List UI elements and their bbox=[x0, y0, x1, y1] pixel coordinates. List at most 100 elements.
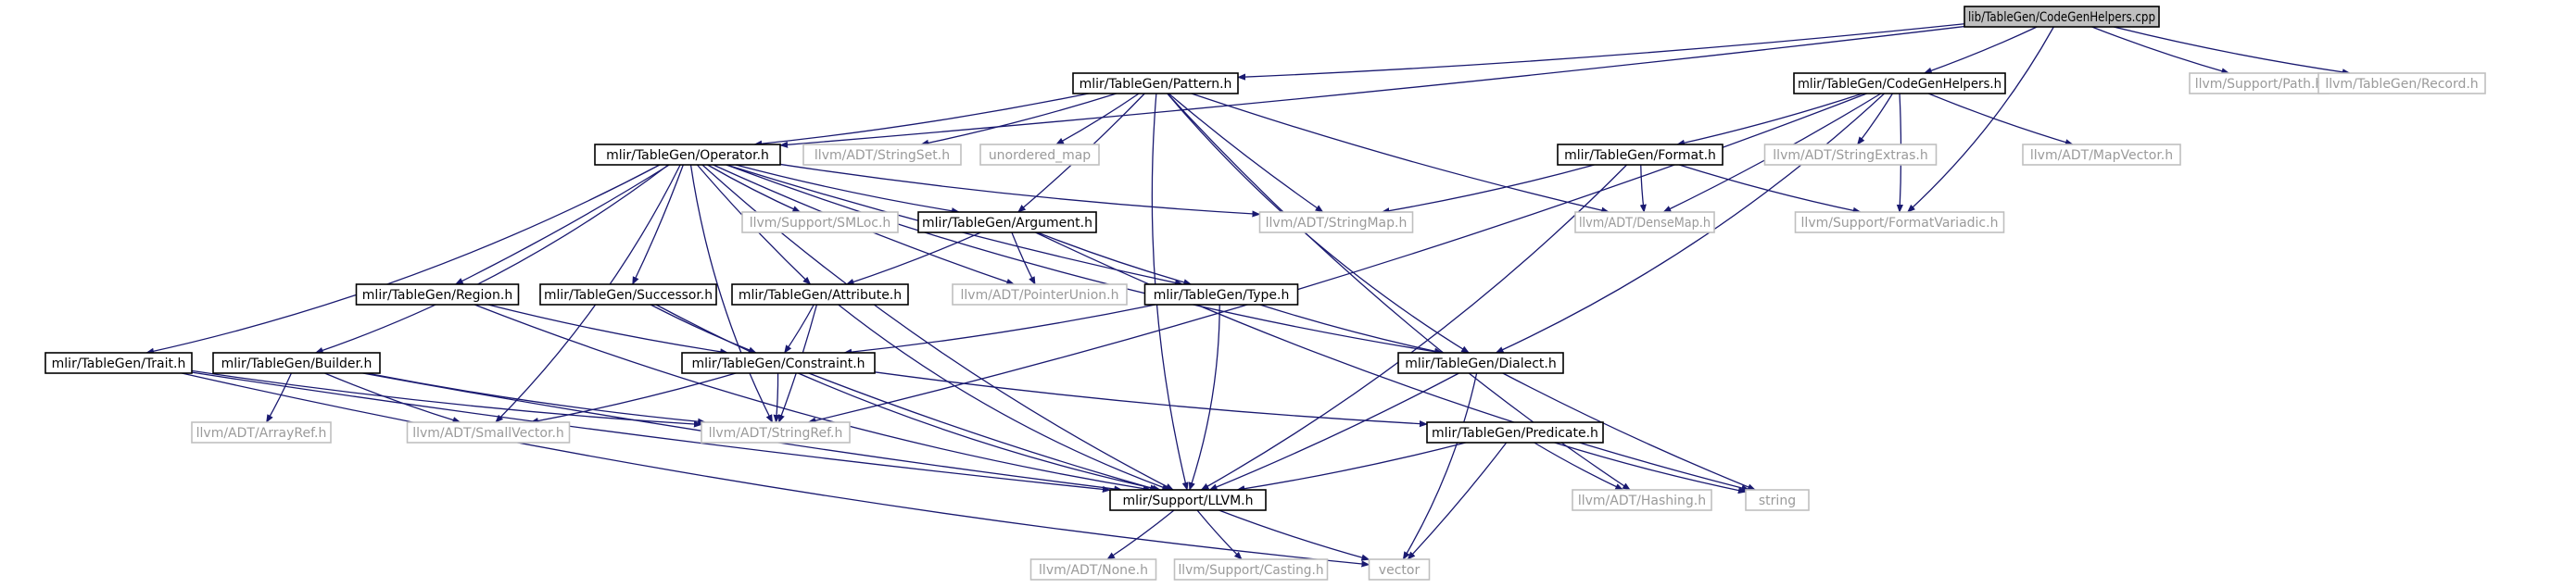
graph-node-root[interactable]: lib/TableGen/CodeGenHelpers.cpp bbox=[1964, 6, 2160, 28]
graph-node-arrayref[interactable]: llvm/ADT/ArrayRef.h bbox=[191, 421, 332, 444]
graph-node-codegenhelpers[interactable]: mlir/TableGen/CodeGenHelpers.h bbox=[1793, 72, 2006, 94]
graph-node-region[interactable]: mlir/TableGen/Region.h bbox=[355, 283, 520, 306]
edge-attribute-to-llvmh bbox=[838, 304, 1171, 491]
graph-node-path[interactable]: llvm/Support/Path.h bbox=[2189, 72, 2330, 94]
graph-node-pattern[interactable]: mlir/TableGen/Pattern.h bbox=[1072, 72, 1239, 94]
graph-node-llvmh[interactable]: mlir/Support/LLVM.h bbox=[1109, 489, 1267, 511]
graph-node-constraint[interactable]: mlir/TableGen/Constraint.h bbox=[681, 352, 876, 374]
node-label: llvm/ADT/PointerUnion.h bbox=[961, 288, 1119, 303]
node-label: mlir/TableGen/Dialect.h bbox=[1405, 357, 1556, 371]
edge-builder-to-smallvector bbox=[324, 372, 461, 424]
graph-node-mapvector[interactable]: llvm/ADT/MapVector.h bbox=[2022, 144, 2181, 166]
edge-pattern-to-densemap bbox=[1191, 93, 1610, 214]
graph-node-predicate[interactable]: mlir/TableGen/Predicate.h bbox=[1426, 421, 1604, 444]
node-box bbox=[1557, 144, 1724, 166]
edge-region-to-llvmh bbox=[474, 304, 1152, 493]
graph-node-none[interactable]: llvm/ADT/None.h bbox=[1029, 558, 1157, 581]
edge-llvmh-to-vector bbox=[1219, 509, 1370, 561]
edge-constraint-to-smallvector bbox=[530, 372, 737, 425]
edge-operator-to-dialect bbox=[726, 164, 1444, 356]
graph-node-record[interactable]: llvm/TableGen/Record.h bbox=[2317, 72, 2486, 94]
graph-node-hashing[interactable]: llvm/ADT/Hashing.h bbox=[1572, 489, 1712, 511]
edge-format-to-formatvariadic bbox=[1678, 164, 1862, 214]
node-label: vector bbox=[1379, 563, 1421, 578]
node-label: llvm/ADT/StringExtras.h bbox=[1773, 148, 1927, 163]
node-box bbox=[44, 352, 193, 374]
node-label: mlir/TableGen/Successor.h bbox=[544, 288, 713, 303]
edge-operator-to-builder bbox=[314, 164, 669, 354]
graph-node-attribute[interactable]: mlir/TableGen/Attribute.h bbox=[731, 283, 909, 306]
edge-constraint-to-stringref bbox=[773, 372, 780, 423]
edge-operator-to-successor bbox=[632, 164, 684, 285]
node-label: mlir/TableGen/Constraint.h bbox=[691, 357, 865, 371]
node-label: llvm/TableGen/Record.h bbox=[2325, 77, 2478, 92]
graph-node-trait[interactable]: mlir/TableGen/Trait.h bbox=[44, 352, 193, 374]
edge-codegenhelpers-to-format bbox=[1676, 93, 1863, 146]
node-label: llvm/Support/SMLoc.h bbox=[750, 216, 891, 231]
graph-node-type[interactable]: mlir/TableGen/Type.h bbox=[1143, 283, 1299, 306]
edge-codegenhelpers-to-dialect bbox=[1495, 93, 1885, 354]
edge-argument-to-type bbox=[1037, 231, 1193, 286]
node-box bbox=[917, 211, 1097, 233]
edge-root-to-formatvariadic bbox=[1907, 26, 2054, 213]
graph-node-format[interactable]: mlir/TableGen/Format.h bbox=[1557, 144, 1724, 166]
graph-node-argument[interactable]: mlir/TableGen/Argument.h bbox=[917, 211, 1097, 233]
node-label: mlir/TableGen/CodeGenHelpers.h bbox=[1798, 77, 2001, 92]
node-box bbox=[191, 421, 332, 444]
graph-node-stringextras[interactable]: llvm/ADT/StringExtras.h bbox=[1763, 144, 1938, 166]
edge-trait-to-llvmh bbox=[191, 371, 1111, 493]
edge-codegenhelpers-to-stringref bbox=[807, 93, 1867, 424]
graph-node-operator[interactable]: mlir/TableGen/Operator.h bbox=[594, 144, 781, 166]
node-box bbox=[681, 352, 876, 374]
edge-operator-to-smloc bbox=[707, 164, 802, 213]
graph-node-builder[interactable]: mlir/TableGen/Builder.h bbox=[212, 352, 381, 374]
graph-node-string[interactable]: string bbox=[1745, 489, 1810, 511]
edge-pattern-to-dialect bbox=[1167, 93, 1470, 354]
edge-predicate-to-hashing bbox=[1534, 442, 1624, 491]
node-box bbox=[1397, 352, 1564, 374]
edge-format-to-llvmh bbox=[1200, 164, 1628, 491]
edge-pattern-to-operator bbox=[753, 93, 1089, 147]
graph-node-smloc[interactable]: llvm/Support/SMLoc.h bbox=[741, 211, 899, 233]
node-label: mlir/TableGen/Builder.h bbox=[221, 357, 373, 371]
node-label: llvm/ADT/Hashing.h bbox=[1578, 494, 1706, 508]
node-box bbox=[1029, 558, 1157, 581]
node-box bbox=[731, 283, 909, 306]
node-label: llvm/ADT/SmallVector.h bbox=[412, 426, 564, 441]
node-box bbox=[1368, 558, 1431, 581]
graph-node-unordered-map[interactable]: unordered_map bbox=[979, 144, 1100, 166]
node-label: llvm/ADT/StringMap.h bbox=[1266, 216, 1408, 231]
graph-node-casting[interactable]: llvm/Support/Casting.h bbox=[1173, 558, 1329, 581]
graph-node-pointerunion[interactable]: llvm/ADT/PointerUnion.h bbox=[952, 283, 1128, 306]
node-label: mlir/TableGen/Trait.h bbox=[52, 357, 186, 371]
graph-node-densemap[interactable]: llvm/ADT/DenseMap.h bbox=[1574, 211, 1715, 233]
graph-node-stringmap[interactable]: llvm/ADT/StringMap.h bbox=[1258, 211, 1414, 233]
edge-predicate-to-llvmh bbox=[1236, 442, 1466, 493]
node-box bbox=[952, 283, 1128, 306]
node-box bbox=[701, 421, 851, 444]
edge-dialect-to-string bbox=[1502, 372, 1757, 491]
node-box bbox=[1763, 144, 1938, 166]
edge-successor-to-constraint bbox=[650, 304, 757, 354]
graph-node-smallvector[interactable]: llvm/ADT/SmallVector.h bbox=[406, 421, 571, 444]
node-box bbox=[979, 144, 1100, 166]
graph-node-dialect[interactable]: mlir/TableGen/Dialect.h bbox=[1397, 352, 1564, 374]
node-box bbox=[1572, 489, 1712, 511]
node-label: mlir/TableGen/Pattern.h bbox=[1080, 77, 1232, 92]
node-label: llvm/ADT/None.h bbox=[1039, 563, 1148, 578]
edge-operator-to-argument bbox=[735, 164, 960, 215]
graph-node-stringset[interactable]: llvm/ADT/StringSet.h bbox=[802, 144, 962, 166]
graph-node-successor[interactable]: mlir/TableGen/Successor.h bbox=[539, 283, 717, 306]
edge-root-to-codegenhelpers bbox=[1923, 26, 2038, 74]
node-box bbox=[539, 283, 717, 306]
graph-node-vector[interactable]: vector bbox=[1368, 558, 1431, 581]
node-label: mlir/TableGen/Region.h bbox=[362, 288, 512, 303]
graph-node-stringref[interactable]: llvm/ADT/StringRef.h bbox=[701, 421, 851, 444]
node-label: string bbox=[1759, 494, 1796, 508]
edge-constraint-to-predicate bbox=[874, 371, 1428, 428]
node-box bbox=[594, 144, 781, 166]
node-box bbox=[406, 421, 571, 444]
edge-type-to-llvmh bbox=[1188, 304, 1220, 491]
graph-node-formatvariadic[interactable]: llvm/Support/FormatVariadic.h bbox=[1794, 211, 2005, 233]
